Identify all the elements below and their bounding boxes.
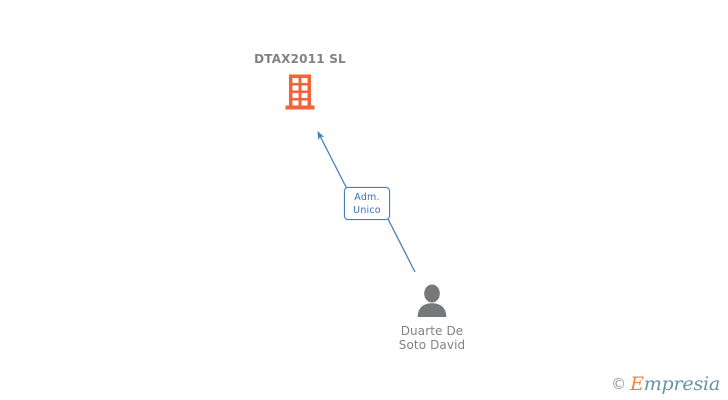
- company-name-label: DTAX2011 SL: [254, 52, 346, 66]
- edge-relation-to-company: [317, 131, 348, 190]
- person-node[interactable]: Duarte De Soto David: [367, 284, 497, 352]
- company-icon-wrap: [196, 74, 404, 112]
- relation-label-line-2: Unico: [353, 204, 381, 216]
- company-node[interactable]: DTAX2011 SL: [196, 52, 404, 112]
- person-name-line-1: Duarte De: [400, 324, 464, 338]
- copyright-icon: ©: [611, 375, 627, 393]
- brand-rest: mpresia: [643, 373, 720, 395]
- relation-label-line-1: Adm.: [354, 191, 380, 203]
- edge-person-to-relation: [387, 218, 416, 273]
- person-icon[interactable]: [415, 284, 449, 317]
- brand-wordmark: Empresia: [630, 375, 720, 394]
- person-name-line-2: Soto David: [398, 338, 466, 352]
- watermark: © Empresia: [611, 375, 720, 394]
- building-icon[interactable]: [285, 74, 315, 110]
- person-name-label: Duarte De Soto David: [367, 324, 497, 352]
- brand-initial: E: [630, 373, 644, 395]
- relation-label-box[interactable]: Adm. Unico: [344, 187, 390, 220]
- person-icon-wrap: [367, 284, 497, 320]
